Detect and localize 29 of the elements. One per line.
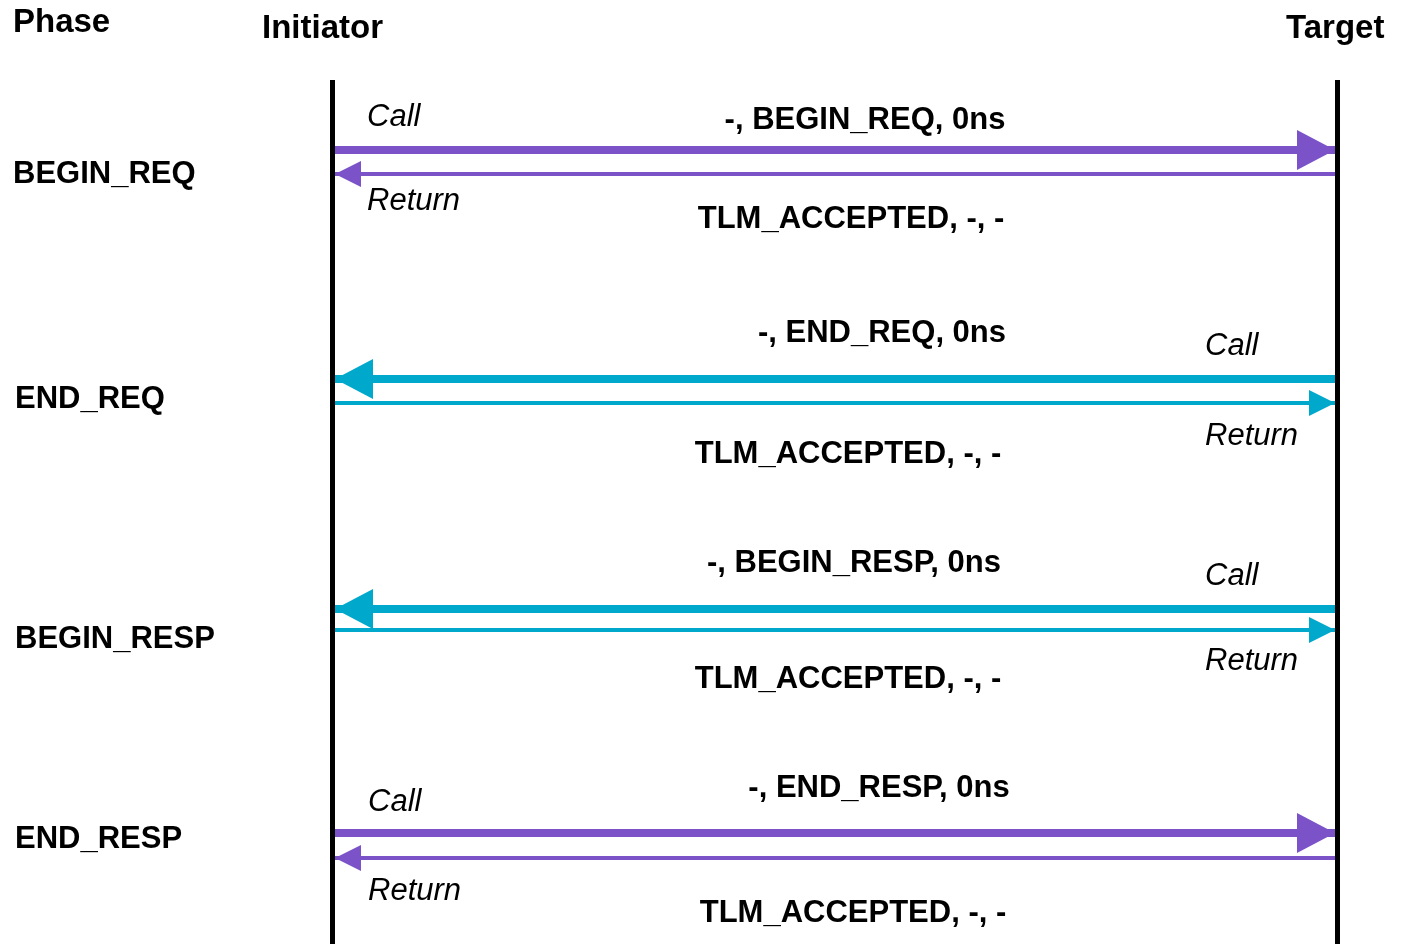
- edge-label: -, END_RESP, 0ns: [748, 769, 1010, 805]
- arrow: [335, 845, 1335, 871]
- phase-label: BEGIN_REQ: [13, 155, 196, 191]
- call-return-label: Call: [1205, 557, 1259, 593]
- edge-label: -, BEGIN_REQ, 0ns: [724, 101, 1006, 137]
- lifeline-heading: Initiator: [262, 8, 383, 46]
- edge-label: -, END_REQ, 0ns: [757, 314, 1007, 350]
- lifeline: [330, 80, 335, 944]
- call-return-label: Return: [1205, 417, 1299, 453]
- arrow: [335, 161, 1335, 187]
- edge-label: TLM_ACCEPTED, -, -: [699, 894, 1007, 930]
- phase-label: END_RESP: [15, 820, 183, 856]
- edge-label: TLM_ACCEPTED, -, -: [694, 435, 1002, 471]
- edge-label: TLM_ACCEPTED, -, -: [697, 200, 1005, 236]
- lifeline: [1335, 80, 1340, 944]
- phase-label: BEGIN_RESP: [15, 620, 215, 656]
- call-return-label: Call: [368, 783, 422, 819]
- call-return-label: Return: [368, 872, 462, 908]
- phase-label: END_REQ: [15, 380, 165, 416]
- arrow: [335, 617, 1335, 643]
- call-return-label: Call: [1205, 327, 1259, 363]
- column-heading: Phase: [13, 2, 111, 40]
- lifeline-heading: Target: [1286, 8, 1385, 46]
- arrow: [335, 390, 1335, 416]
- call-return-label: Return: [1205, 642, 1299, 678]
- edge-label: TLM_ACCEPTED, -, -: [694, 660, 1002, 696]
- edge-label: -, BEGIN_RESP, 0ns: [707, 544, 1001, 580]
- call-return-label: Return: [367, 182, 461, 218]
- call-return-label: Call: [367, 98, 421, 134]
